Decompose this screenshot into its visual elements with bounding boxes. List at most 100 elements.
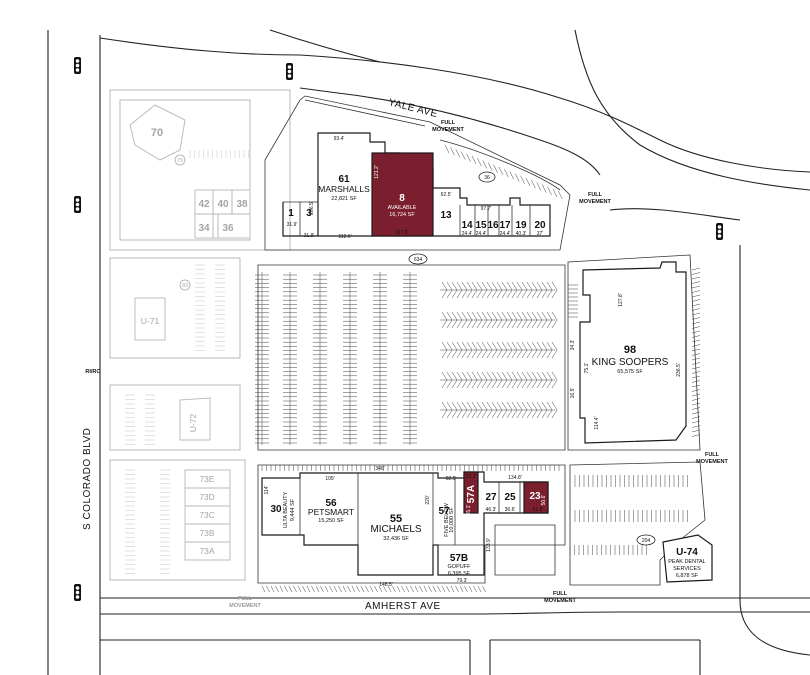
tenant-number: 25 (504, 492, 516, 503)
tenant-dimension: 24.4' (500, 231, 511, 237)
parking-stall-line (541, 409, 548, 419)
parking-stall-line (471, 281, 478, 291)
pad-label: 73B (199, 528, 214, 538)
parking-stall-line (511, 349, 518, 359)
parking-stall-line (691, 389, 701, 392)
tenant-name: PETSMART (308, 507, 354, 517)
parking-stall-line (347, 585, 351, 593)
parking-stall-line (456, 319, 463, 329)
tenant-sf: 10,000 SF (449, 507, 455, 533)
parking-stall-line (466, 153, 471, 162)
tenant-25[interactable]: 25 36.6' (504, 492, 516, 513)
parking-stall-line (481, 401, 488, 411)
parking-stall-line (324, 585, 329, 593)
parking-stall-line (279, 585, 284, 593)
parking-stall-line (491, 379, 498, 389)
parking-stall-line (460, 151, 466, 160)
parking-stall-line (496, 289, 503, 299)
access-label: MOVEMENT (696, 459, 728, 465)
parking-stall-line (466, 409, 473, 419)
parking-stall-line (496, 341, 503, 351)
parking-stall-line (451, 281, 458, 291)
tenant-3[interactable]: 3 31.9' (304, 208, 315, 239)
parking-stall-line (461, 281, 468, 291)
parking-stall-line (691, 384, 701, 388)
parking-stall-line (514, 173, 520, 182)
parking-stall-line (275, 585, 279, 593)
tenant-30-ulta[interactable]: 30 ULTA BEAUTY 9,444 SF 114' (264, 485, 296, 528)
parking-stall-line (477, 585, 482, 593)
tenant-57-five-below[interactable]: 57 FIVE BELOW 10,000 SF 62.5' (438, 476, 456, 537)
parking-stall-line (466, 319, 473, 329)
parking-stall-line (451, 371, 458, 381)
tenant-dimension: 40.3' (516, 231, 527, 237)
tenant-23-available[interactable]: 23 134.8' 51.9' 50.6' (508, 475, 547, 513)
tenant-61-marshalls[interactable]: 61 MARSHALLS 22,821 SF 93.4' 112.6' (318, 136, 370, 240)
tenant-u74-peak-dental[interactable]: U-74 PEAK DENTAL SERVICES 6,878 SF (668, 547, 706, 579)
tenant-number: 8 (399, 193, 405, 204)
parking-stall-line (526, 281, 533, 291)
tenant-8-available[interactable]: 8 AVAILABLE 16,724 SF 121.2' 117.9' (374, 165, 417, 236)
tenant-number: 16 (487, 220, 499, 231)
tenant-56-petsmart[interactable]: 56 PETSMART 15,250 SF 105' (308, 476, 354, 524)
tenant-57b-gopuff[interactable]: 57B GOPUFF 6,395 SF 79.3' 133.9' (448, 538, 492, 584)
north-strip (264, 95, 571, 251)
tenant-16[interactable]: 16 (487, 220, 499, 231)
parking-stall-line (691, 362, 701, 365)
parking-stall-line (486, 319, 493, 329)
parking-stall-line (521, 371, 528, 381)
tenant-15[interactable]: 15 24.4' (475, 220, 487, 237)
access-label: FULL (238, 596, 253, 602)
tenant-dimension: 114' (264, 485, 270, 494)
parking-stall-line (691, 339, 701, 343)
tenant-55-michaels[interactable]: 55 MICHAELS 32,436 SF 346' 220' 148.5' (370, 466, 431, 588)
parking-stall-line (691, 326, 701, 329)
parking-stall-line (531, 341, 538, 351)
parking-stall-line (501, 409, 508, 419)
tenant-20[interactable]: 20 37' (534, 220, 546, 237)
parking-stall-line (516, 409, 523, 419)
parking-stall-line (536, 409, 543, 419)
parking-stall-line (473, 585, 477, 593)
parking-stall-line (516, 401, 523, 411)
parking-stall-line (466, 311, 473, 321)
parking-stall-line (516, 319, 523, 329)
tenant-57a[interactable]: 57A 23.3' 65.1' (466, 474, 477, 515)
tenant-13[interactable]: 13 62.5' 97.7' (440, 192, 491, 221)
parking-stall-line (541, 319, 548, 329)
parking-stall-line (481, 341, 488, 351)
parking-stall-line (521, 401, 528, 411)
parking-stall-line (511, 289, 518, 299)
access-label: MOVEMENT (229, 603, 261, 609)
parking-stall-line (476, 281, 483, 291)
traffic-signal-icon (74, 196, 81, 213)
traffic-signal-icon (286, 63, 293, 80)
parking-stall-line (536, 182, 542, 191)
south-strip-labels: 30 ULTA BEAUTY 9,444 SF 114' 56 PETSMART… (264, 466, 547, 588)
tenant-number: 1 (288, 208, 294, 219)
tenant-17[interactable]: 17 24.4' (499, 220, 511, 237)
parking-stall-line (441, 349, 448, 359)
tenant-19[interactable]: 19 40.3' (515, 220, 527, 237)
parking-stall-line (476, 371, 483, 381)
tenant-number: 30 (270, 504, 282, 515)
tenant-14[interactable]: 14 24.4' (461, 220, 473, 237)
parking-stall-line (526, 319, 533, 329)
parking-stall-line (481, 289, 488, 299)
parking-stall-line (476, 319, 483, 329)
tenant-sf: 6,878 SF (676, 573, 699, 579)
parking-stall-line (284, 585, 288, 593)
parking-stall-line (471, 379, 478, 389)
parking-stall-line (471, 371, 478, 381)
tenant-27[interactable]: 27 46.3' (485, 492, 497, 513)
parking-stall-line (496, 371, 503, 381)
tenant-number: 20 (534, 220, 546, 231)
parking-stall-line (541, 281, 548, 291)
parking-stall-line (496, 281, 503, 291)
tenant-1[interactable]: 1 31.9' (287, 208, 298, 228)
parking-stall-line (444, 144, 450, 154)
parking-stall-line (546, 379, 553, 389)
tenant-98-king-soopers[interactable]: 98 KING SOOPERS 65,575 SF 127.8' 236.5' … (570, 293, 682, 429)
parking-stall-line (506, 281, 513, 291)
tenant-dimension: 148.5' (379, 582, 393, 588)
